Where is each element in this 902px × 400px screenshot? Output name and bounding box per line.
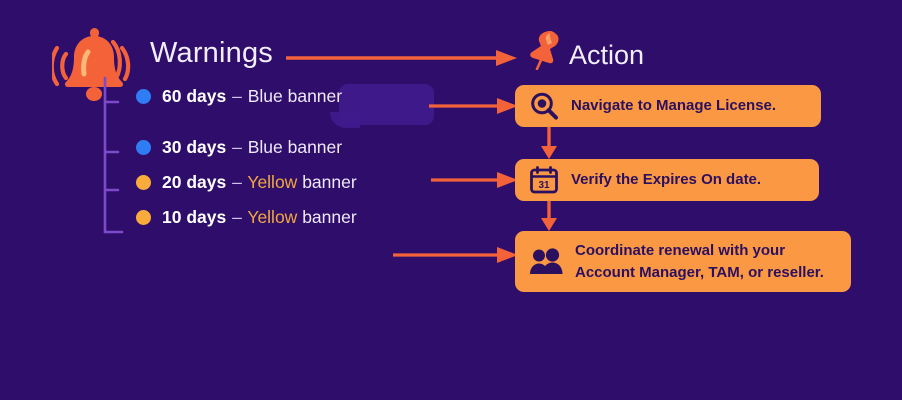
bell-icon	[52, 28, 131, 101]
arrow-to-step-3	[393, 247, 518, 263]
action-title: Action	[569, 40, 645, 70]
calendar-day-number: 31	[538, 180, 550, 191]
action-step-3-text: Coordinate renewal with your Account Man…	[575, 240, 824, 284]
warnings-title: Warnings	[150, 37, 274, 69]
warning-banner-word: banner	[302, 207, 357, 227]
warning-banner-word: banner	[287, 86, 343, 106]
warning-days: 10 days	[162, 207, 227, 227]
warning-dash: –	[232, 137, 242, 157]
warning-label: 20 days – Yellow banner	[162, 172, 357, 193]
warning-days: 60 days	[162, 86, 227, 106]
warnings-bracket-connector	[103, 76, 124, 234]
action-step-1[interactable]: Navigate to Manage License.	[515, 85, 821, 127]
warning-severity: Blue	[247, 137, 283, 157]
warning-days: 20 days	[162, 172, 227, 192]
warning-banner-word: banner	[302, 172, 357, 192]
arrow-step2-to-step3	[541, 200, 557, 231]
pushpin-icon	[530, 31, 559, 70]
warning-days: 30 days	[162, 137, 227, 157]
arrow-step1-to-step2	[541, 127, 557, 159]
warning-banner-word: banner	[287, 137, 343, 157]
arrow-warnings-to-action	[286, 50, 517, 66]
action-step-3[interactable]: Coordinate renewal with your Account Man…	[515, 231, 851, 292]
warning-dash: –	[232, 207, 242, 227]
warning-label: 30 days – Blue banner	[162, 137, 342, 158]
warning-severity: Blue	[247, 86, 283, 106]
action-step-1-text: Navigate to Manage License.	[571, 97, 777, 115]
arrow-to-step-2	[431, 172, 518, 188]
action-step-2-text: Verify the Expires On date.	[571, 171, 762, 189]
warning-label: 10 days – Yellow banner	[162, 207, 357, 228]
list-item[interactable]: 60 days – Blue banner	[136, 86, 342, 107]
list-item[interactable]: 30 days – Blue banner	[136, 137, 342, 158]
people-icon	[530, 247, 563, 274]
warning-dash: –	[232, 86, 242, 106]
severity-dot	[136, 140, 151, 155]
action-step-3-line-2: Account Manager, TAM, or reseller.	[575, 263, 824, 281]
arrow-to-step-1	[429, 98, 518, 114]
magnifier-icon	[531, 92, 558, 120]
list-item[interactable]: 20 days – Yellow banner	[136, 172, 357, 193]
background-bubble-tail	[330, 112, 360, 128]
warning-severity: Yellow	[247, 207, 298, 227]
calendar-icon: 31	[530, 166, 558, 194]
warning-dash: –	[232, 172, 242, 192]
severity-dot	[136, 175, 151, 190]
action-step-2[interactable]: 31 Verify the Expires On date.	[515, 159, 819, 201]
action-step-3-line-1: Coordinate renewal with your	[575, 241, 786, 259]
list-item[interactable]: 10 days – Yellow banner	[136, 207, 357, 228]
severity-dot	[136, 210, 151, 225]
severity-dot	[136, 89, 151, 104]
warning-label: 60 days – Blue banner	[162, 86, 342, 107]
warning-severity: Yellow	[247, 172, 298, 192]
